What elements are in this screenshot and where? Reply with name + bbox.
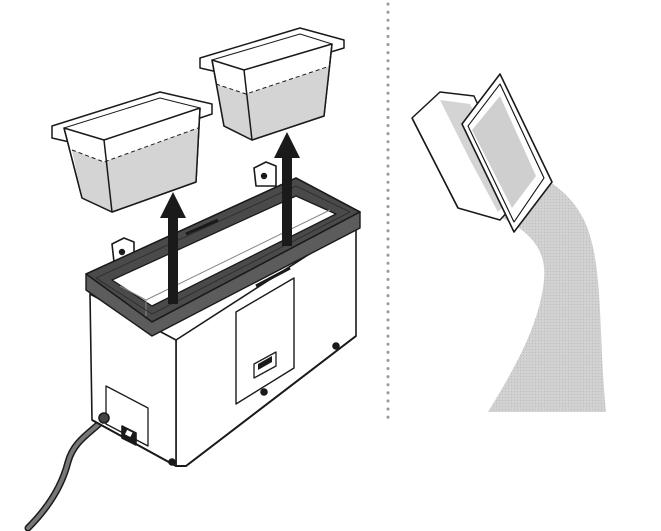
control-panel bbox=[105, 385, 149, 447]
tilted-pan-icon bbox=[411, 73, 553, 233]
up-arrow-icon bbox=[274, 132, 300, 246]
power-switch-icon bbox=[121, 425, 137, 446]
up-arrow-icon bbox=[160, 192, 186, 304]
food-pan-icon bbox=[51, 91, 213, 213]
pouring-water-icon bbox=[452, 148, 606, 412]
side-access-panel bbox=[235, 277, 295, 405]
food-pan-icon bbox=[199, 27, 345, 141]
warming-unit bbox=[24, 161, 361, 531]
